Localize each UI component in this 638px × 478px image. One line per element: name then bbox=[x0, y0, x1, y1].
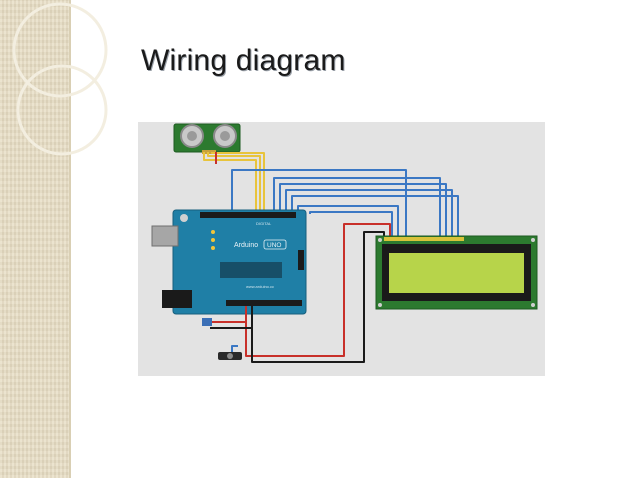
wire-gnd bbox=[251, 231, 385, 363]
wire-pot-wiper bbox=[231, 345, 238, 354]
deco-ring-large bbox=[12, 2, 108, 98]
sensor-wires bbox=[203, 152, 265, 214]
deco-ring-small bbox=[16, 64, 108, 156]
sensor-transducer-right-core bbox=[220, 131, 230, 141]
icsp-header bbox=[298, 250, 304, 270]
lcd-mount-hole-tr bbox=[531, 238, 535, 242]
power-wires bbox=[206, 223, 391, 363]
potentiometer bbox=[202, 318, 242, 360]
power-jack bbox=[162, 290, 192, 308]
pot-body-top bbox=[202, 318, 212, 326]
arduino-uno-board: Arduino UNO www.arduino.cc DIGITAL bbox=[151, 209, 307, 315]
wire-5v bbox=[245, 223, 391, 357]
wire-lcd-rs bbox=[231, 169, 407, 240]
usb-port bbox=[151, 225, 179, 247]
wire-lcd-d6 bbox=[285, 189, 453, 240]
decorative-rings bbox=[12, 2, 108, 156]
lcd-pins bbox=[384, 237, 464, 241]
lcd-mount-hole-bl bbox=[378, 303, 382, 307]
led-tx bbox=[211, 238, 215, 242]
digital-header-label: DIGITAL bbox=[256, 221, 272, 226]
board-url-label: www.arduino.cc bbox=[246, 284, 274, 289]
lcd-16x2 bbox=[375, 235, 538, 310]
wire-sensor-echo bbox=[207, 152, 261, 214]
board-brand-label: Arduino bbox=[234, 242, 258, 249]
lcd-mount-hole-br bbox=[531, 303, 535, 307]
pot-knob bbox=[227, 353, 233, 359]
lcd-mount-hole-tl bbox=[378, 238, 382, 242]
wire-lcd-d4 bbox=[273, 177, 441, 240]
reset-button bbox=[180, 214, 188, 222]
analog-header bbox=[226, 300, 302, 306]
atmega-chip bbox=[220, 262, 282, 278]
led-l bbox=[211, 230, 215, 234]
ultrasonic-sensor bbox=[173, 123, 241, 154]
wire-lcd-rw bbox=[309, 211, 393, 240]
led-rx bbox=[211, 246, 215, 250]
wiring-diagram: Arduino UNO www.arduino.cc DIGITAL bbox=[138, 122, 545, 376]
wire-lcd-d7 bbox=[291, 195, 459, 240]
uno-badge bbox=[263, 239, 287, 250]
sensor-transducer-left-core bbox=[187, 131, 197, 141]
wire-sensor-aux bbox=[211, 152, 265, 214]
board-model-label: UNO bbox=[267, 242, 281, 249]
decorative-side-strip bbox=[0, 0, 70, 478]
slide-title: Wiring diagram bbox=[141, 44, 346, 77]
wire-sensor-trig bbox=[203, 152, 257, 214]
wire-lcd-d5 bbox=[279, 183, 447, 240]
lcd-screen bbox=[389, 253, 524, 293]
digital-header bbox=[200, 212, 296, 218]
lcd-data-wires bbox=[231, 169, 459, 240]
side-strip-edge bbox=[69, 0, 71, 478]
